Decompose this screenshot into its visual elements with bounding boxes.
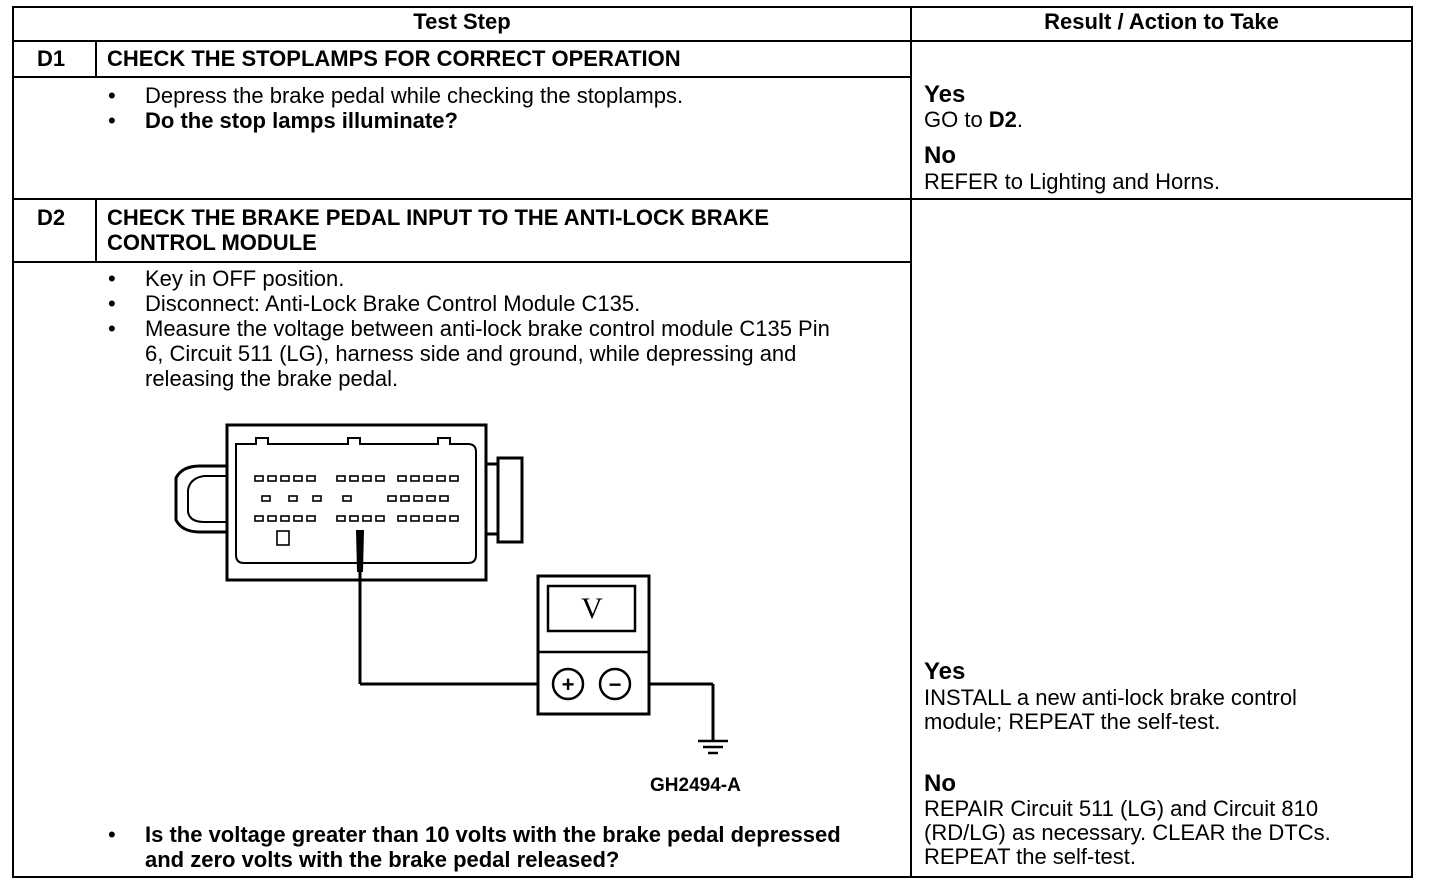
d1-yes-action-suffix: .	[1016, 107, 1024, 132]
voltmeter-display-symbol: V	[581, 592, 603, 625]
step-title-d2-line1: CHECK THE BRAKE PEDAL INPUT TO THE ANTI-…	[107, 205, 770, 230]
connector-voltmeter-diagram: V + −	[174, 423, 728, 755]
header-rule	[12, 40, 1413, 42]
figure-label: GH2494-A	[650, 775, 741, 796]
d1-row-rule	[12, 198, 1413, 200]
d1-no-action: REFER to Lighting and Horns.	[924, 169, 1220, 194]
d2-bullet-3: Measure the voltage between anti-lock br…	[145, 316, 830, 391]
table-border-left	[12, 6, 14, 878]
d1-no-label: No	[924, 142, 956, 169]
table-border-top	[12, 6, 1413, 8]
voltmeter-minus-terminal: −	[609, 672, 622, 697]
voltmeter-plus-terminal: +	[562, 672, 575, 697]
bullet-marker: •	[108, 108, 116, 133]
id-column-divider-d1	[95, 41, 97, 76]
d2-bullet-2: Disconnect: Anti-Lock Brake Control Modu…	[145, 291, 641, 316]
column-divider	[910, 6, 912, 878]
connector-pins	[254, 475, 459, 546]
d1-title-rule	[12, 76, 912, 78]
d1-yes-action-target: D2	[988, 107, 1017, 132]
d1-bullet-2: Do the stop lamps illuminate?	[145, 108, 458, 133]
d1-bullet-1: Depress the brake pedal while checking t…	[145, 83, 684, 108]
step-title-d2-line2: CONTROL MODULE	[107, 230, 317, 255]
step-title-d1: CHECK THE STOPLAMPS FOR CORRECT OPERATIO…	[107, 46, 681, 71]
d1-yes-label: Yes	[924, 81, 966, 108]
step-id-d2: D2	[37, 205, 66, 230]
ground-icon	[698, 739, 728, 755]
bullet-marker: •	[108, 822, 116, 847]
d1-yes-action: GO to D2.	[924, 108, 1023, 132]
bullet-marker: •	[108, 83, 116, 108]
d2-yes-label: Yes	[924, 658, 966, 685]
connector-c135	[174, 423, 524, 582]
d2-bullet-1: Key in OFF position.	[145, 266, 345, 291]
header-test-step: Test Step	[413, 9, 511, 34]
table-border-bottom	[12, 876, 1413, 878]
test-probe	[356, 530, 364, 684]
id-column-divider-d2	[95, 199, 97, 262]
bullet-marker: •	[108, 316, 116, 341]
step-id-d1: D1	[37, 46, 66, 71]
voltmeter	[536, 574, 651, 716]
bullet-marker: •	[108, 291, 116, 316]
d2-title-rule	[12, 261, 912, 263]
d2-no-action: REPAIR Circuit 511 (LG) and Circuit 810 …	[924, 796, 1331, 869]
d2-no-label: No	[924, 770, 956, 797]
table-border-right	[1411, 6, 1413, 878]
bullet-marker: •	[108, 266, 116, 291]
d2-question: Is the voltage greater than 10 volts wit…	[145, 822, 841, 872]
header-result-action: Result / Action to Take	[1044, 9, 1279, 34]
d1-yes-action-prefix: GO to	[924, 107, 989, 132]
d2-yes-action: INSTALL a new anti-lock brake control mo…	[924, 685, 1297, 734]
